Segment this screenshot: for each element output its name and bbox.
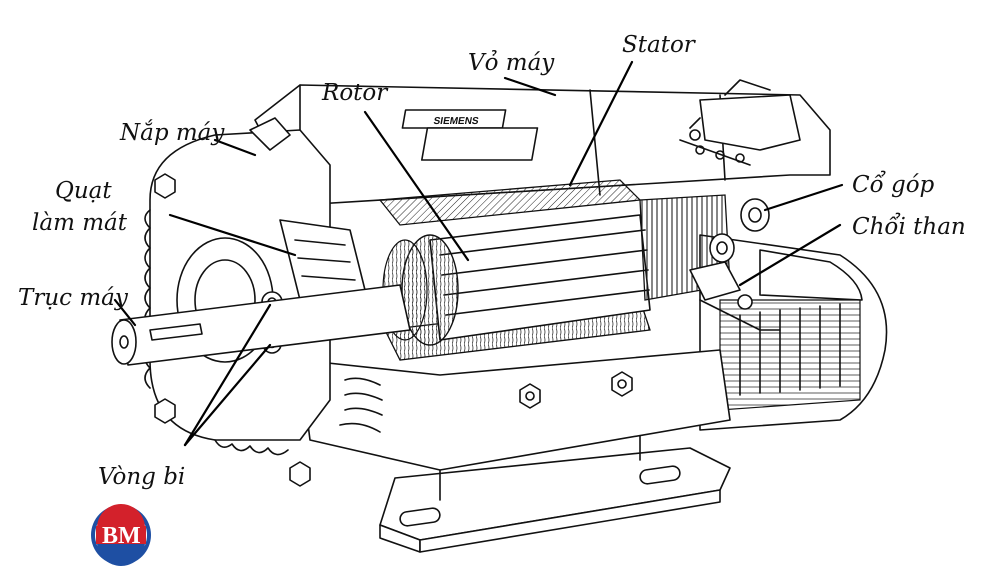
labels: Nắp máy Vỏ máy Stator Rotor Quạt làm mát… <box>18 32 966 490</box>
nameplate-text: SIEMENS <box>433 116 480 127</box>
motor-drawing: SIEMENS <box>111 79 888 553</box>
housing: SIEMENS <box>254 79 831 471</box>
leader-quat <box>168 213 297 257</box>
leader-stator <box>568 60 634 187</box>
leader-vong-bi-1 <box>183 303 272 447</box>
logo-text: BM <box>102 523 141 549</box>
label-co-gop: Cổ góp <box>852 170 935 198</box>
leader-rotor <box>363 110 470 262</box>
commutator-assembly <box>639 194 781 331</box>
bm-logo: BM <box>91 504 151 566</box>
label-stator: Stator <box>622 32 697 58</box>
shaft <box>111 284 411 366</box>
leader-truc-may <box>113 298 137 327</box>
leader-vo-may <box>503 76 557 97</box>
label-rotor: Rotor <box>321 80 389 106</box>
rotor-assembly <box>382 214 651 346</box>
label-vong-bi: Vòng bi <box>98 464 185 490</box>
leader-vong-bi-2 <box>183 343 272 447</box>
leader-lines <box>113 60 844 447</box>
label-choi-than: Chổi than <box>852 212 966 240</box>
label-vo-may: Vỏ máy <box>468 50 555 76</box>
label-nap-may: Nắp máy <box>119 120 225 146</box>
label-quat-line1: Quạt <box>55 178 112 204</box>
leader-choi-than <box>738 223 842 287</box>
leader-nap-may <box>213 138 257 157</box>
label-quat-line2: làm mát <box>32 210 128 236</box>
label-truc-may: Trục máy <box>18 285 129 311</box>
leader-co-gop <box>763 183 844 212</box>
